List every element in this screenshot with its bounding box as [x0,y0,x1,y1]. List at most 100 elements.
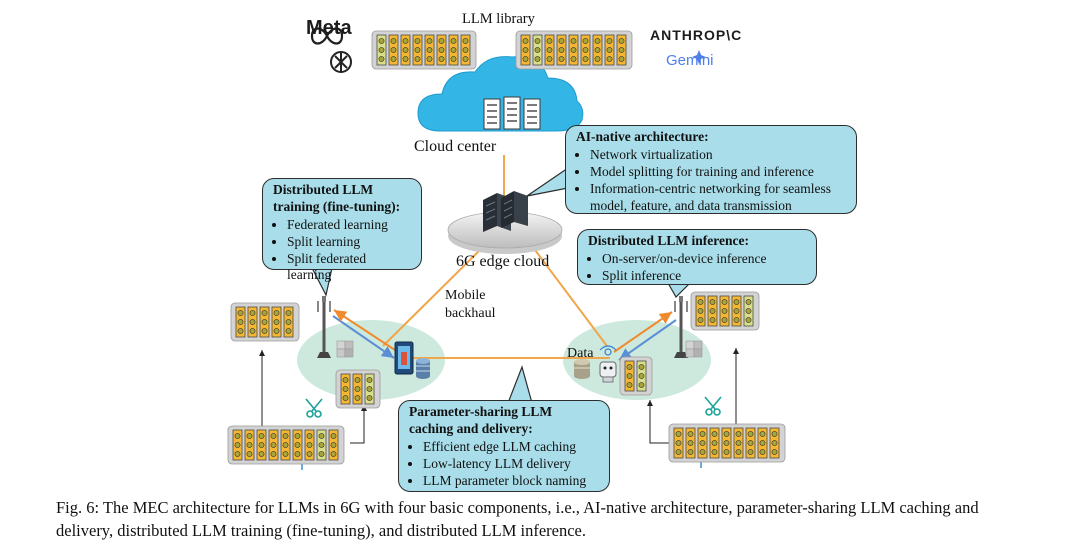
parameter-dot [723,431,730,437]
parameter-dot [771,449,778,455]
parameter-dot [733,308,740,314]
ai-native-list: Network virtualization Model splitting f… [576,147,846,215]
gemini-brand-label: Gemini [666,52,714,69]
parameter-dot [234,451,241,457]
figure-caption: Fig. 6: The MEC architecture for LLMs in… [56,498,979,541]
training-item: Split learning [287,234,411,251]
parameter-dot [723,440,730,446]
right-scissors-icon [704,396,722,416]
parameter-dot [546,38,553,44]
parameter-dot [745,308,752,314]
training-title-line-1: Distributed LLM [273,182,374,197]
parameter-dot [747,440,754,446]
parameter-dot [735,431,742,437]
edge-server-icon [483,191,528,232]
parameter-dot [570,47,577,53]
parameter-dot [285,319,292,325]
parameter-dot [378,56,385,62]
parameter-dot [246,451,253,457]
library-block-group-left [371,30,477,70]
parameter-dot [462,47,469,53]
parameter-dot [330,451,337,457]
openai-logo-icon [330,51,352,73]
right-base-station-icon [674,296,688,358]
parameter-dot [711,431,718,437]
left-scissors-icon [305,398,323,418]
training-title-line-2: training (fine-tuning): [273,198,401,214]
parameter-dot [450,47,457,53]
parameter-dot [675,449,682,455]
parameter-dot [711,440,718,446]
parameter-dot [261,310,268,316]
server-rack-icon [483,96,541,130]
tablet-icon [394,341,414,375]
caching-title-line-2: caching and delivery: [409,420,533,436]
left-full-model-block-group [227,425,345,465]
left-database-icon [416,358,430,379]
llm-library-label: LLM library [462,11,535,27]
parameter-dot [294,451,301,457]
parameter-dot [721,317,728,323]
left-cube-stack-icon [336,340,354,358]
parameter-dot [558,38,565,44]
parameter-dot [426,38,433,44]
parameter-dot [426,47,433,53]
parameter-dot [261,328,268,334]
parameter-dot [638,382,645,388]
parameter-dot [273,328,280,334]
mobile-backhaul-line-2: backhaul [445,305,496,321]
right-device-block-group [619,356,653,396]
parameter-dot [687,431,694,437]
parameter-dot [558,56,565,62]
right-tower-block-group [690,291,760,331]
training-item: Federated learning [287,217,411,234]
cloud-icon [417,56,584,132]
parameter-dot [711,449,718,455]
cloud-center-label: Cloud center [414,138,497,155]
parameter-dot [606,56,613,62]
parameter-dot [330,433,337,439]
parameter-dot [522,38,529,44]
parameter-dot [273,310,280,316]
parameter-dot [594,56,601,62]
parameter-dot [330,442,337,448]
parameter-dot [699,431,706,437]
training-list: Federated learning Split learning Split … [273,217,411,285]
parameter-dot [534,38,541,44]
parameter-dot [258,433,265,439]
parameter-dot [570,38,577,44]
parameter-dot [721,308,728,314]
parameter-dot [558,47,565,53]
block-group-background [371,30,477,70]
parameter-dot [534,56,541,62]
parameter-dot [249,310,256,316]
meta-infinity-icon [310,27,344,45]
parameter-dot [318,451,325,457]
left-partition-arrow [350,405,367,444]
parameter-dot [582,56,589,62]
parameter-dot [697,317,704,323]
parameter-dot [258,451,265,457]
parameter-dot [582,47,589,53]
left-uplink-arrow [332,315,395,359]
mobile-backhaul-label: Mobile backhaul [445,287,496,322]
parameter-dot [582,38,589,44]
parameter-dot [759,431,766,437]
parameter-dot [546,56,553,62]
edge-cloud-label: 6G edge cloud [456,253,550,270]
parameter-dot [414,56,421,62]
ai-native-item: Model splitting for training and inferen… [590,164,846,181]
ai-native-callout-tail [526,166,569,197]
parameter-dot [522,56,529,62]
parameter-dot [745,317,752,323]
parameter-dot [594,38,601,44]
left-downlink-arrow [333,309,396,351]
parameter-dot [234,442,241,448]
ai-native-item: Network virtualization [590,147,846,164]
edge-cloud-platform [447,211,563,254]
parameter-dot [237,310,244,316]
parameter-dot [402,56,409,62]
parameter-dot [546,47,553,53]
training-callout: Distributed LLM training (fine-tuning): … [262,178,422,282]
